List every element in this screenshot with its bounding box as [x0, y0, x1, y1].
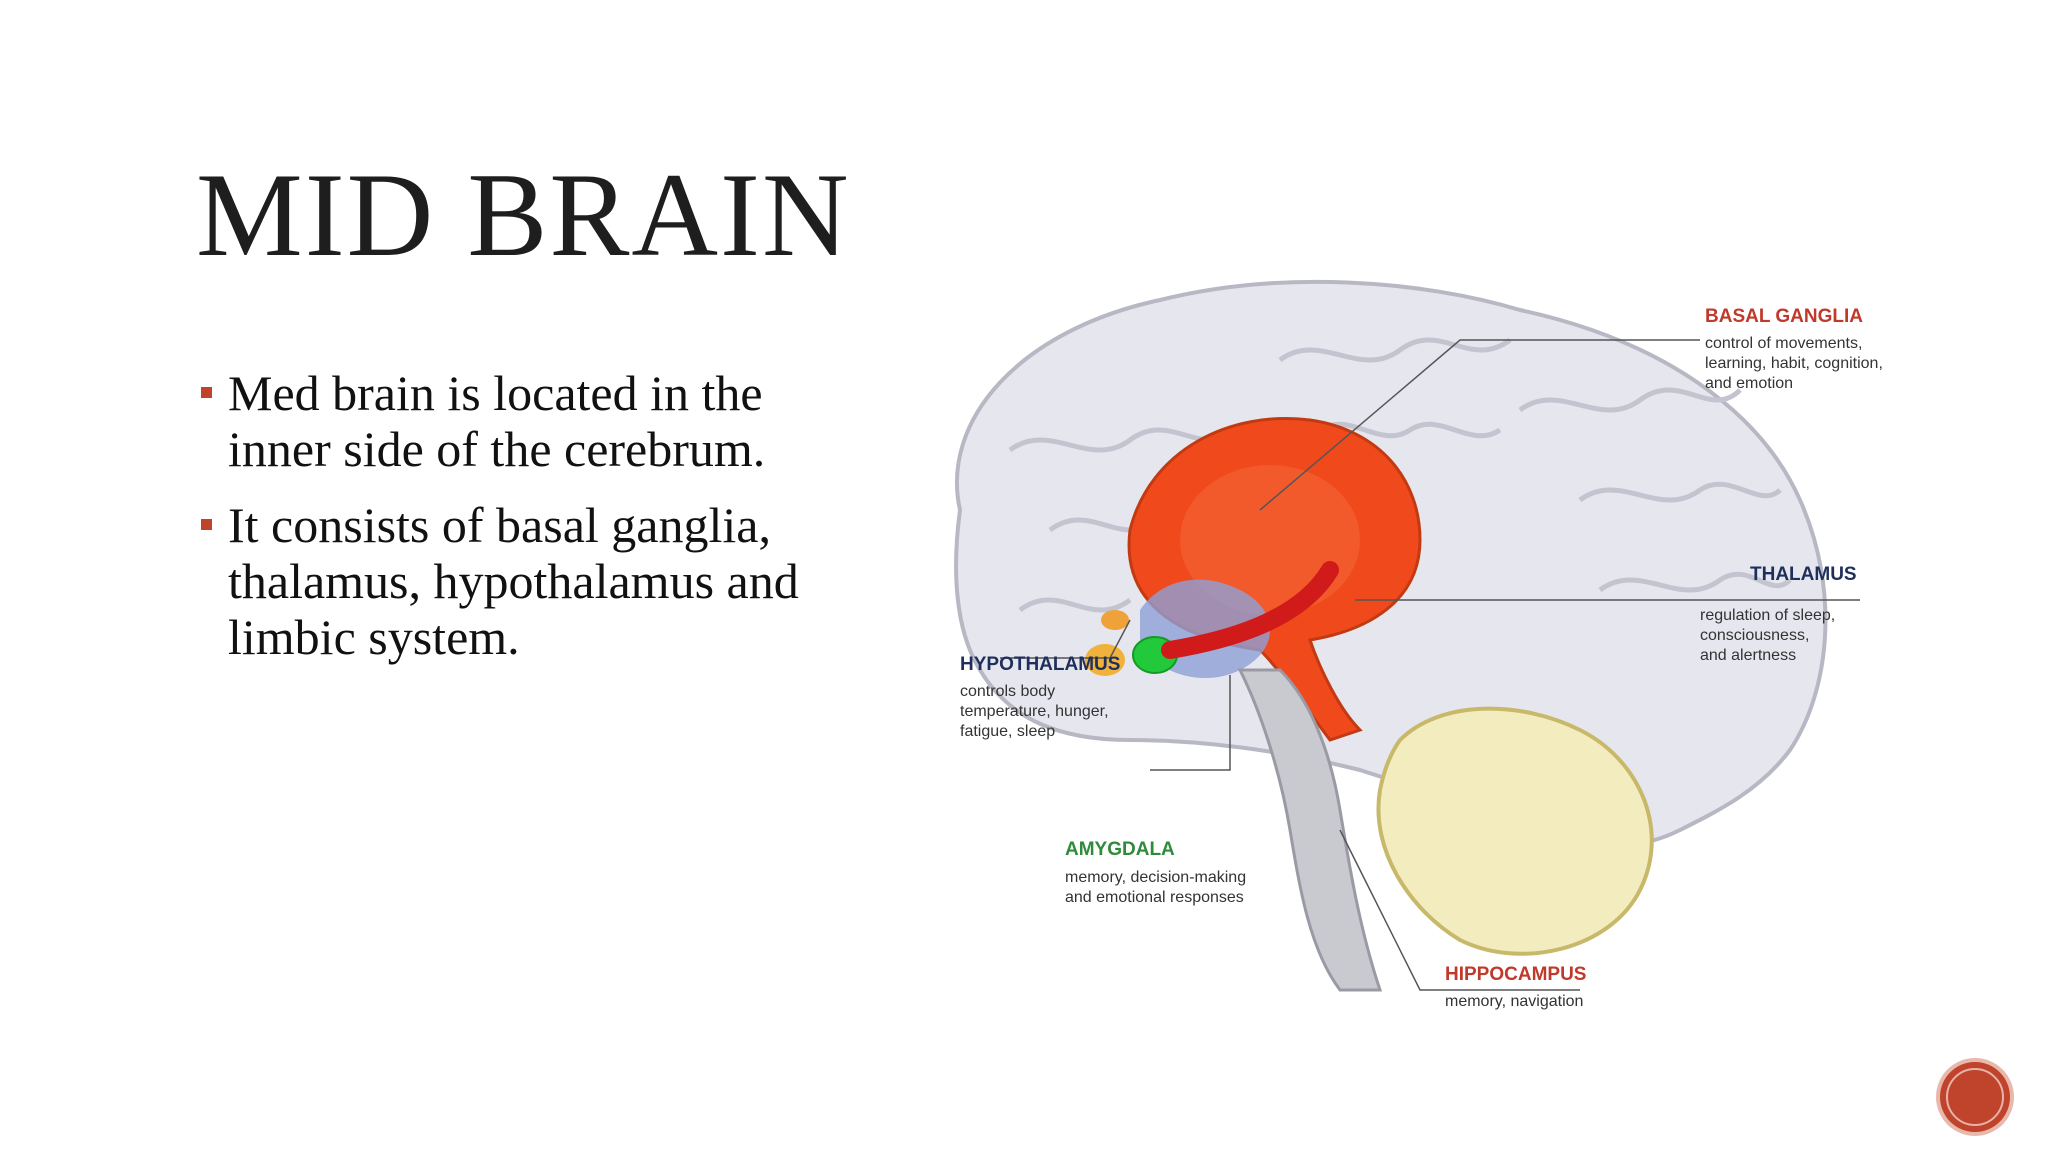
slide-badge — [1940, 1062, 2010, 1132]
leader-lines — [1000, 339, 1860, 991]
label-title: HYPOTHALAMUS — [960, 654, 1120, 675]
label-desc: memory, navigation — [1445, 993, 1583, 1010]
bullet-text: Med brain is located in the inner side o… — [228, 365, 766, 477]
brain-diagram: BASAL GANGLIA control of movements, lear… — [900, 270, 1920, 1030]
label-hippocampus: HIPPOCAMPUS memory, navigation — [1445, 964, 1586, 1010]
label-desc: and alertness — [1700, 647, 1796, 664]
label-title: THALAMUS — [1750, 564, 1857, 585]
bullet-item: Med brain is located in the inner side o… — [196, 365, 832, 477]
brain-illustration: BASAL GANGLIA control of movements, lear… — [954, 279, 1883, 1010]
label-hypothalamus: HYPOTHALAMUS controls body temperature, … — [960, 654, 1120, 740]
pituitary-shape — [1085, 644, 1125, 676]
title-container: MID BRAIN — [196, 150, 872, 280]
label-desc: regulation of sleep, — [1700, 607, 1835, 624]
brainstem-shape — [1237, 668, 1383, 992]
label-title: HIPPOCAMPUS — [1445, 964, 1586, 985]
hypothalamus-shape — [1101, 610, 1129, 630]
label-desc: memory, decision-making — [1065, 869, 1246, 886]
label-desc: temperature, hunger, — [960, 703, 1109, 720]
bullet-list: Med brain is located in the inner side o… — [196, 365, 832, 685]
label-desc: and emotion — [1705, 375, 1793, 392]
label-desc: and emotional responses — [1065, 889, 1244, 906]
label-desc: control of movements, — [1705, 335, 1862, 352]
cerebellum-shape — [1376, 706, 1654, 956]
bullet-item: It consists of basal ganglia, thalamus, … — [196, 497, 832, 665]
label-amygdala: AMYGDALA memory, decision-making and emo… — [1065, 839, 1246, 906]
label-desc: fatigue, sleep — [960, 723, 1055, 740]
bullet-square-icon — [201, 519, 212, 530]
label-desc: controls body — [960, 683, 1055, 700]
bullet-square-icon — [201, 387, 212, 398]
badge-ring-icon — [1946, 1068, 2004, 1126]
label-desc: consciousness, — [1700, 627, 1809, 644]
hippocampus-shape — [1161, 561, 1339, 659]
label-title: BASAL GANGLIA — [1705, 306, 1863, 327]
label-basal-ganglia: BASAL GANGLIA control of movements, lear… — [1705, 306, 1883, 392]
slide-title: MID BRAIN — [196, 150, 851, 280]
label-desc: learning, habit, cognition, — [1705, 355, 1883, 372]
label-thalamus: THALAMUS regulation of sleep, consciousn… — [1700, 564, 1857, 664]
bullet-text: It consists of basal ganglia, thalamus, … — [228, 497, 799, 665]
label-title: AMYGDALA — [1065, 839, 1175, 860]
